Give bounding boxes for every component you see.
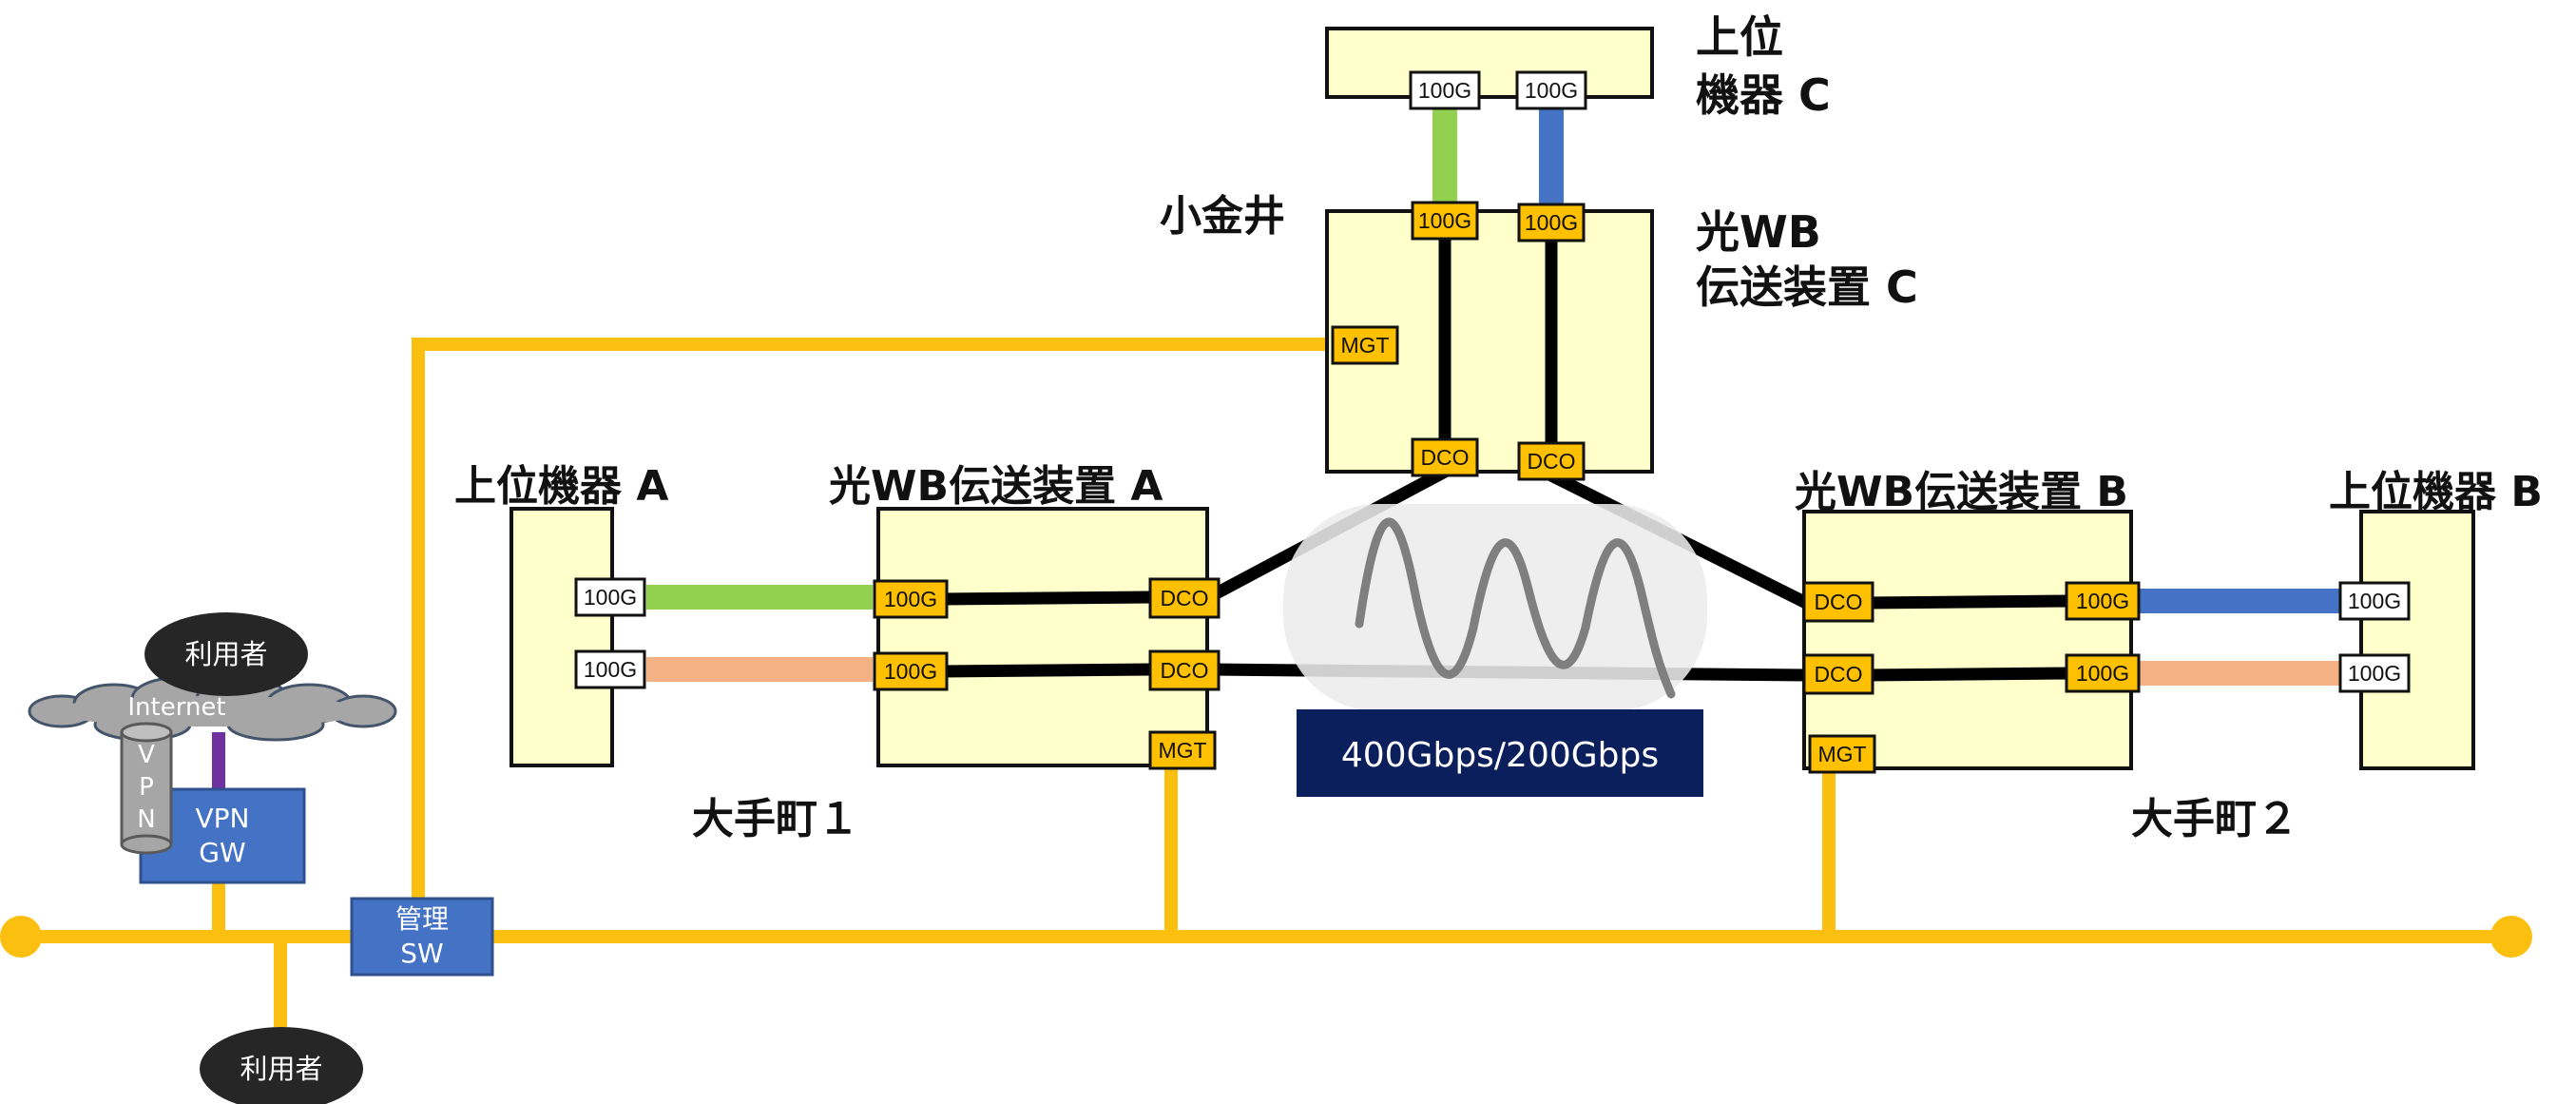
user-bottom-label: 利用者 [240, 1053, 322, 1085]
port-100g-upper-a-2 [574, 649, 646, 689]
port-dco-trans-a-1 [1148, 577, 1221, 619]
upper-device-c-label-2: 機器 C [1696, 69, 1831, 121]
vpn-tunnel-label-n: N [137, 805, 155, 834]
bandwidth-label: 400Gbps/200Gbps [1341, 736, 1659, 775]
port-100g-trans-b-1-label: 100G [2076, 589, 2129, 613]
vpn-tunnel-label-v: V [138, 741, 155, 769]
port-100g-upper-c-1 [1409, 70, 1481, 110]
port-100g-trans-c-2 [1517, 203, 1586, 242]
vpn-cylinder-top [120, 722, 173, 743]
internal-a-bottom [940, 663, 1151, 678]
port-100g-upper-a-1-label: 100G [584, 585, 637, 610]
access-section: Internet 利用者 VPN GW V P N 管理 SW 利用者 [28, 612, 494, 1104]
internal-a-top [940, 591, 1151, 606]
transmitter-a-label: 光WB伝送装置 A [829, 462, 1163, 511]
devices [509, 27, 2475, 770]
port-mgt-trans-c [1331, 325, 1399, 365]
port-dco-trans-a-2-label: DCO [1160, 658, 1208, 683]
mgmt-bus-end-right [2490, 916, 2532, 958]
port-100g-upper-a-1 [574, 577, 646, 617]
site-otemachi2-label: 大手町２ [2131, 795, 2298, 843]
mgmt-line-c [412, 338, 1327, 908]
port-100g-upper-c-1-label: 100G [1418, 78, 1471, 103]
upper-device-a-label: 上位機器 A [454, 462, 668, 511]
port-100g-upper-a-2-label: 100G [584, 657, 637, 682]
labels: 上位 機器 C 光WB 伝送装置 C 小金井 上位機器 A 光WB伝送装置 A … [454, 11, 2543, 843]
port-100g-upper-b-1 [2338, 581, 2411, 621]
mgmt-sw-box [350, 897, 494, 977]
mgmt-bus-end-left [0, 916, 42, 958]
internet-label: Internet [127, 693, 225, 722]
port-dco-trans-c-2-label: DCO [1527, 449, 1575, 474]
client-links [646, 107, 2340, 686]
bandwidth-box [1297, 709, 1703, 797]
port-100g-trans-b-2-label: 100G [2076, 661, 2129, 686]
port-mgt-trans-c-label: MGT [1340, 333, 1389, 358]
port-100g-trans-c-1-label: 100G [1418, 208, 1471, 233]
transmitter-b-label: 光WB伝送装置 B [1795, 468, 2128, 516]
port-100g-trans-b-2 [2065, 653, 2141, 693]
transmitter-a [876, 507, 1209, 767]
port-100g-trans-a-2-label: 100G [884, 659, 937, 684]
user-bottom-ellipse [200, 1027, 363, 1104]
vpn-gw-label-1: VPN [196, 803, 250, 834]
mgmt-sw-label-2: SW [400, 938, 443, 969]
upper-device-c-label-1: 上位 [1696, 11, 1783, 63]
port-100g-trans-b-1 [2065, 581, 2141, 621]
vpn-tunnel-cylinder: V P N [120, 722, 173, 855]
port-dco-trans-c-1 [1411, 437, 1479, 477]
vpn-cylinder-bottom [120, 834, 173, 855]
port-dco-trans-c-2 [1517, 441, 1586, 481]
vpn-tunnel-label-p: P [139, 773, 154, 802]
port-mgt-trans-a [1148, 730, 1217, 770]
port-100g-trans-a-1-label: 100G [884, 587, 937, 611]
port-100g-upper-c-2-label: 100G [1525, 78, 1578, 103]
site-otemachi1-label: 大手町１ [692, 795, 859, 843]
port-mgt-trans-a-label: MGT [1158, 738, 1206, 763]
port-dco-trans-c-1-label: DCO [1420, 445, 1469, 470]
transmitter-c-label-1: 光WB [1696, 206, 1821, 258]
port-mgt-trans-b-label: MGT [1817, 742, 1866, 766]
internal-links [940, 221, 2071, 682]
port-dco-trans-b-1-label: DCO [1814, 590, 1862, 614]
port-100g-upper-b-2 [2338, 653, 2411, 693]
port-100g-upper-b-1-label: 100G [2348, 589, 2401, 613]
port-100g-trans-c-2-label: 100G [1525, 210, 1578, 235]
port-100g-upper-b-2-label: 100G [2348, 661, 2401, 686]
port-mgt-trans-b [1808, 734, 1876, 774]
user-top-label: 利用者 [184, 638, 267, 670]
upper-device-b [2359, 510, 2475, 770]
port-dco-trans-b-2-label: DCO [1814, 662, 1862, 687]
port-100g-trans-a-2 [873, 651, 949, 691]
internal-b-top [1864, 594, 2071, 610]
port-dco-trans-a-2 [1148, 649, 1221, 691]
cloud-fill [49, 696, 373, 726]
site-koganei-label: 小金井 [1160, 192, 1285, 241]
port-dco-trans-b-1 [1802, 581, 1874, 623]
port-100g-trans-a-1 [873, 579, 949, 619]
port-100g-upper-c-2 [1515, 70, 1587, 110]
upper-device-b-label: 上位機器 B [2329, 468, 2543, 516]
port-dco-trans-b-2 [1802, 653, 1874, 695]
upper-device-c [1325, 27, 1654, 99]
wave-signal [1355, 517, 1676, 699]
mgmt-sw-label-1: 管理 [395, 903, 449, 935]
vpn-gw-label-2: GW [199, 837, 245, 868]
wavelength-overlay: 400Gbps/200Gbps [1283, 504, 1707, 797]
user-top-ellipse [144, 612, 308, 696]
transmitter-c-label-2: 伝送装置 C [1696, 261, 1918, 313]
ports: 100G 100G 100G 100G MGT DCO DCO 100G 100… [574, 70, 2411, 774]
internal-b-bottom [1864, 667, 2071, 682]
vpn-cylinder-body [120, 730, 173, 846]
transmitter-b [1802, 510, 2133, 770]
upper-device-a [509, 507, 614, 767]
port-100g-trans-c-1 [1411, 201, 1479, 241]
port-dco-trans-a-1-label: DCO [1160, 586, 1208, 610]
